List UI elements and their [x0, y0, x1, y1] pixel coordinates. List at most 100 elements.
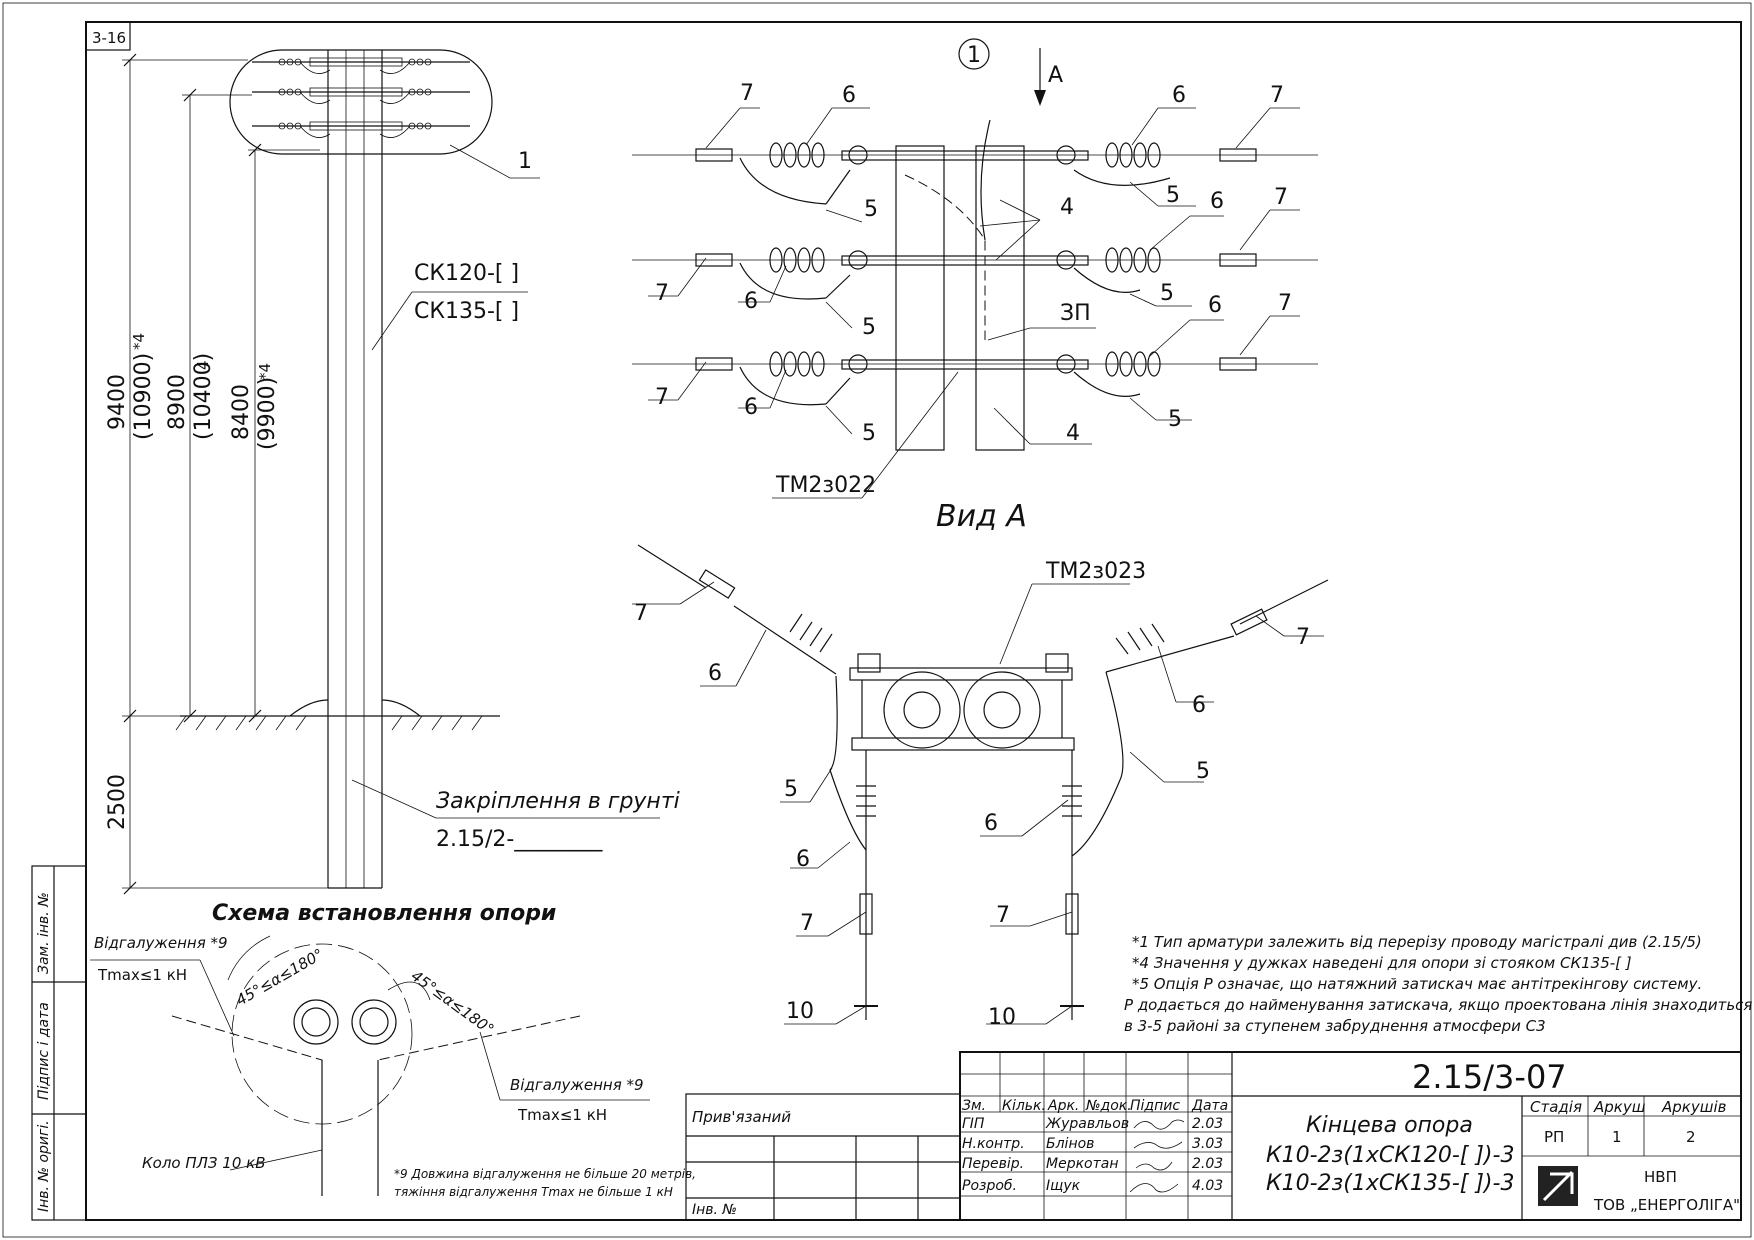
- scheme-branch-2: Відгалуження *9: [510, 1076, 644, 1094]
- top-label-6a: 6: [842, 83, 856, 108]
- top-label-6d: 6: [1210, 189, 1224, 214]
- tb-name-1: Журавльов: [1045, 1116, 1129, 1132]
- note-4: *4 Значення у дужках наведені для опори …: [1132, 954, 1632, 972]
- tb-date-3: 2.03: [1192, 1156, 1223, 1172]
- dim-10900: (10900): [131, 353, 156, 440]
- tb-org-1: НВП: [1644, 1168, 1677, 1186]
- view-marker: 1: [967, 43, 981, 68]
- va-label-6c: 6: [984, 811, 998, 836]
- scheme-tmax-2: Тmax≤1 кН: [517, 1106, 607, 1124]
- top-label-4a: 4: [1060, 195, 1074, 220]
- top-label-7c: 7: [655, 281, 669, 306]
- label-fixing-ref: 2.15/2-________: [436, 827, 603, 852]
- note-5c: в 3-5 районі за ступенем забруднення атм…: [1124, 1017, 1546, 1035]
- top-label-5a: 5: [864, 197, 878, 222]
- drawing-frame: [85, 21, 1742, 1221]
- view-a-plan: 7 6 ТМ2з023 7 6 5 5 6 6 7 7 10 10: [632, 544, 1329, 1030]
- tb-h-doc: №док.: [1085, 1098, 1132, 1114]
- tb-title-2: К10-2з(1хСК120-[ ])-3: [1266, 1143, 1514, 1168]
- tb-sheet-h: Аркуш: [1593, 1098, 1646, 1116]
- tb-sheets-h: Аркушів: [1661, 1098, 1727, 1116]
- top-label-5b: 5: [1166, 183, 1180, 208]
- top-label-7a: 7: [740, 81, 754, 106]
- top-label-7b: 7: [1270, 83, 1284, 108]
- tb-stage-h: Стадія: [1530, 1098, 1582, 1116]
- dim-8400: 8400: [229, 384, 254, 440]
- top-label-7f: 7: [655, 385, 669, 410]
- scheme-branch-1: Відгалуження *9: [94, 934, 228, 952]
- side-stamp-1: Зам. інв. №: [36, 892, 52, 974]
- label-sk120: СК120-[ ]: [414, 261, 519, 286]
- side-stamp: Зам. інв. № Підпис і дата Інв. № оригі.: [31, 865, 87, 1221]
- side-stamp-2: Підпис і дата: [36, 1002, 52, 1100]
- scheme-tmax-1: Тmax≤1 кН: [97, 966, 187, 984]
- view-arrow-label: A: [1048, 63, 1063, 88]
- label-fixing: Закріплення в грунті: [436, 789, 680, 814]
- top-label-5g: 5: [1168, 407, 1182, 432]
- tb-h-kilk: Кільк.: [1002, 1098, 1046, 1114]
- tb-role-3: Перевір.: [962, 1156, 1024, 1172]
- tb-date-1: 2.03: [1192, 1116, 1223, 1132]
- notes-block: *1 Тип арматури залежить від перерізу пр…: [1124, 933, 1752, 1035]
- sheet-code: 3-16: [92, 29, 126, 47]
- va-label-10a: 10: [786, 999, 814, 1024]
- dim-note-3: *4: [256, 363, 274, 380]
- top-label-6e: 6: [1208, 293, 1222, 318]
- scheme-note-1: *9 Довжина відгалуження не більше 20 мет…: [394, 1167, 696, 1181]
- top-label-7d: 7: [1274, 185, 1288, 210]
- pole-elevation: 9400 (10900) *4 8900 (10400) 4 8400 (990…: [105, 49, 680, 895]
- va-label-tm023: ТМ2з023: [1045, 559, 1146, 584]
- top-label-6b: 6: [1172, 83, 1186, 108]
- va-label-7c: 7: [800, 911, 814, 936]
- va-label-6d: 6: [796, 847, 810, 872]
- dim-9400: 9400: [105, 374, 130, 430]
- tb-title-1: Кінцева опора: [1306, 1113, 1473, 1138]
- tb-h-pidpys: Підпис: [1130, 1098, 1180, 1114]
- view-a-title: Вид А: [936, 499, 1027, 534]
- va-label-7b: 7: [1296, 625, 1310, 650]
- tb-sheet: 1: [1612, 1128, 1622, 1146]
- tb-name-4: Іщук: [1046, 1178, 1081, 1194]
- va-label-5b: 5: [1196, 759, 1210, 784]
- tb-stage: РП: [1544, 1128, 1564, 1146]
- callout-1: 1: [518, 149, 532, 174]
- tb-code: 2.15/3-07: [1412, 1058, 1567, 1096]
- tb-role-1: ГІП: [962, 1116, 985, 1132]
- scheme-title: Схема встановлення опори: [212, 901, 556, 926]
- top-label-5d: 5: [1160, 281, 1174, 306]
- title-block: Прив'язаний Інв. № 2.15/3-07 Зм. Кільк. …: [685, 1051, 1742, 1221]
- dim-10400: (10400): [191, 353, 216, 440]
- tb-org-2: ТОВ „ЕНЕРГОЛІГА": [1593, 1196, 1740, 1214]
- tb-inv: Інв. №: [692, 1202, 737, 1218]
- detail-1-outline: [229, 49, 493, 155]
- note-5: *5 Опція Р означає, що натяжний затискач…: [1132, 975, 1702, 993]
- label-sk135: СК135-[ ]: [414, 299, 519, 324]
- tb-date-4: 4.03: [1192, 1178, 1223, 1194]
- top-label-6c: 6: [744, 289, 758, 314]
- side-stamp-3: Інв. № оригі.: [36, 1120, 52, 1212]
- tb-role-4: Розроб.: [962, 1178, 1017, 1194]
- va-label-10b: 10: [988, 1005, 1016, 1030]
- dim-note-1: *4: [130, 333, 148, 350]
- dim-2500: 2500: [105, 774, 130, 830]
- va-label-7d: 7: [996, 903, 1010, 928]
- scheme-note-2: тяжіння відгалуження Тmax не більше 1 кН: [394, 1185, 673, 1199]
- top-label-zp: ЗП: [1060, 301, 1091, 326]
- tb-date-2: 3.03: [1192, 1136, 1223, 1152]
- tb-name-2: Блінов: [1046, 1136, 1094, 1152]
- top-label-4b: 4: [1066, 421, 1080, 446]
- tb-h-data: Дата: [1191, 1098, 1228, 1114]
- note-1: *1 Тип арматури залежить від перерізу пр…: [1132, 933, 1702, 951]
- note-5b: Р додається до найменування затискача, я…: [1124, 996, 1752, 1014]
- dim-note-2: 4: [194, 360, 212, 370]
- signatures: [1129, 1119, 1185, 1193]
- scheme-circle-label: Коло ПЛЗ 10 кВ: [142, 1154, 266, 1172]
- va-label-6a: 6: [708, 661, 722, 686]
- top-label-6f: 6: [744, 395, 758, 420]
- top-label-7e: 7: [1278, 291, 1292, 316]
- tb-bound: Прив'язаний: [692, 1108, 791, 1126]
- tb-h-ark: Арк.: [1047, 1098, 1079, 1114]
- tb-name-3: Меркотан: [1046, 1156, 1119, 1172]
